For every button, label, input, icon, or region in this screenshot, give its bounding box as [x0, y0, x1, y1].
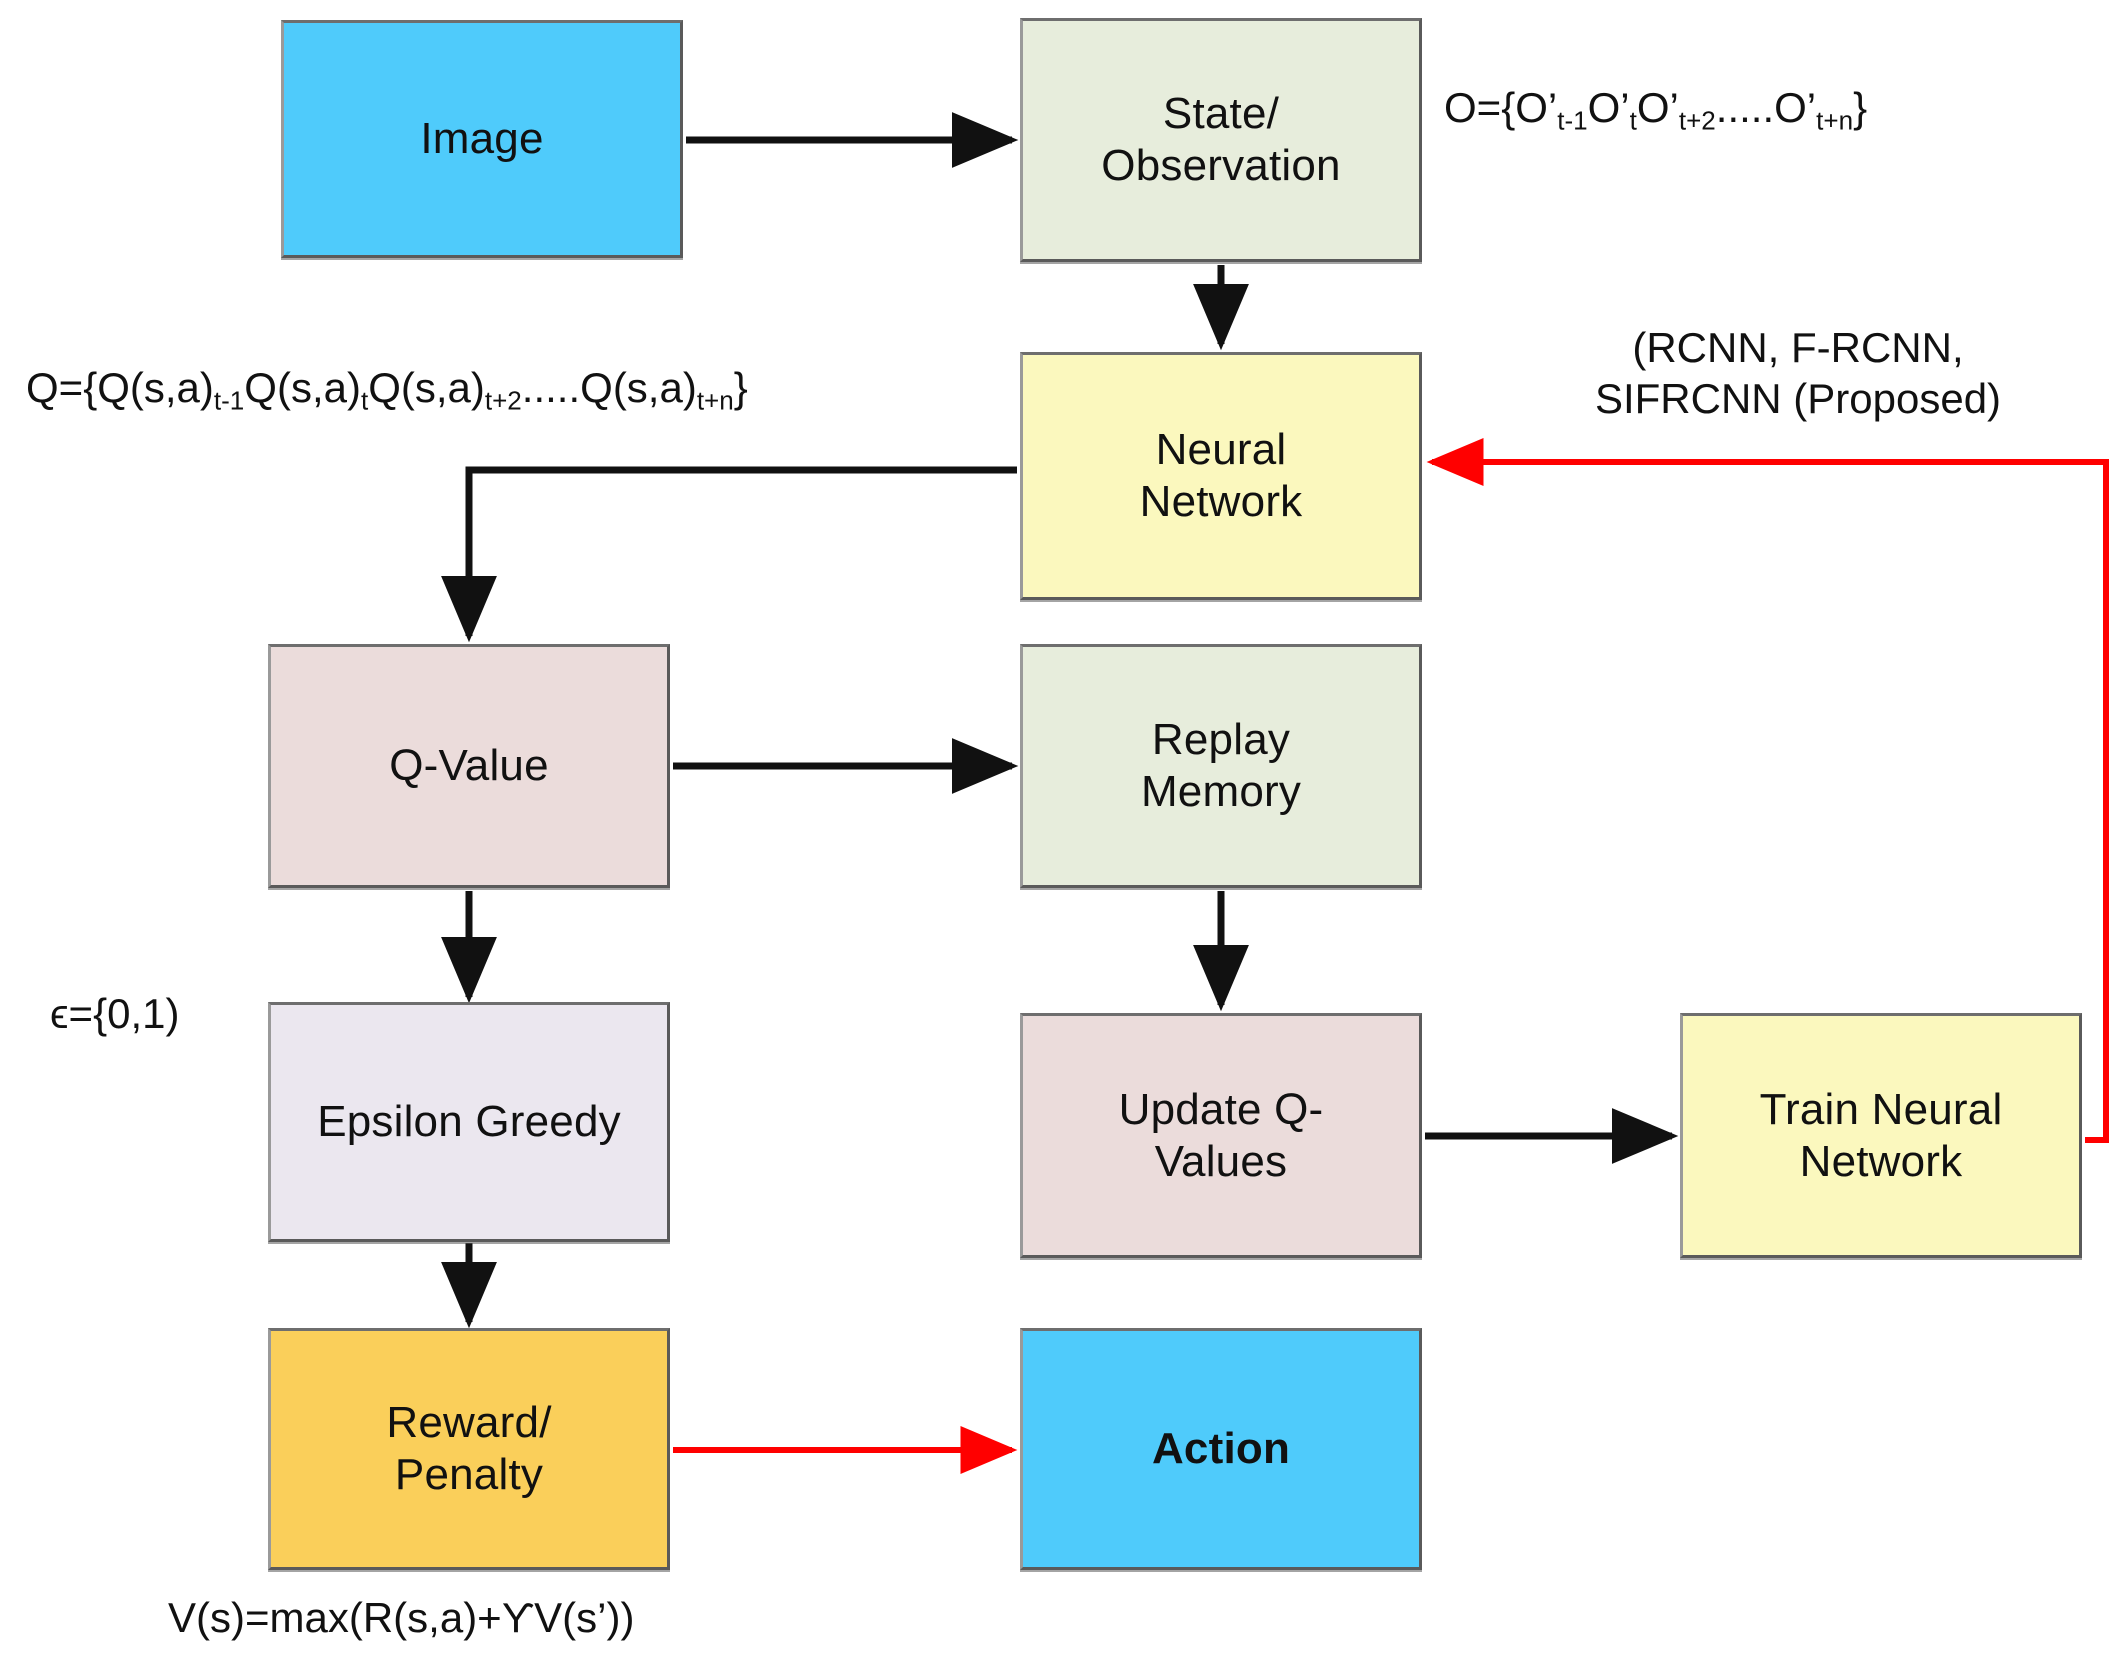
node-state-observation-label: State/ Observation [1085, 88, 1356, 192]
node-train-neural-network-line2: Network [1799, 1136, 1963, 1186]
node-replay-memory-line1: Replay [1151, 715, 1291, 765]
node-replay-memory[interactable]: Replay Memory [1020, 644, 1422, 888]
annotation-epsilon-range-text: ϵ={0,1) [50, 990, 180, 1037]
obs-dots: ..... [1715, 84, 1775, 131]
node-update-q-values-line1: Update Q- [1118, 1084, 1324, 1134]
annotation-detector-models: (RCNN, F-RCNN, SIFRCNN (Proposed) [1488, 322, 2108, 424]
annotation-detector-models-line2: SIFRCNN (Proposed) [1594, 375, 2002, 423]
node-replay-memory-line2: Memory [1140, 767, 1302, 816]
obs-sub2: t [1629, 105, 1637, 136]
node-epsilon-greedy-label: Epsilon Greedy [317, 1097, 621, 1147]
node-state-observation-line1: State/ [1162, 89, 1280, 139]
node-neural-network[interactable]: Neural Network [1020, 352, 1422, 600]
obs-tail: } [1853, 84, 1868, 131]
node-replay-memory-label: Replay Memory [1125, 714, 1317, 818]
node-neural-network-line1: Neural [1155, 425, 1287, 475]
obs-sub3: t+2 [1678, 105, 1716, 136]
qset-mid1: Q(s,a) [244, 364, 361, 411]
edge-neural-to-qvalue [441, 466, 1017, 643]
node-state-observation[interactable]: State/ Observation [1020, 18, 1422, 262]
node-epsilon-greedy[interactable]: Epsilon Greedy [268, 1002, 670, 1242]
node-neural-network-line2: Network [1139, 477, 1303, 526]
node-train-neural-network-line1: Train Neural [1759, 1084, 2003, 1134]
qset-sub2: t [360, 385, 369, 416]
annotation-epsilon-range: ϵ={0,1) [50, 988, 180, 1039]
node-update-q-values-line2: Values [1154, 1136, 1288, 1186]
obs-mid3: O’ [1774, 84, 1817, 131]
annotation-value-function: V(s)=max(R(s,a)+ϒV(s’)) [168, 1592, 634, 1643]
qset-tail: } [733, 364, 748, 411]
node-action[interactable]: Action [1020, 1328, 1422, 1570]
node-neural-network-label: Neural Network [1124, 424, 1319, 528]
qset-dots: ..... [521, 364, 581, 411]
obs-mid2: O’ [1636, 84, 1679, 131]
node-reward-penalty-line2: Penalty [394, 1450, 544, 1499]
annotation-q-set: Q={Q(s,a)t-1Q(s,a)tQ(s,a)t+2.....Q(s,a)t… [26, 362, 748, 417]
node-q-value-label: Q-Value [389, 741, 549, 791]
qset-lead: Q={Q(s,a) [26, 364, 214, 411]
obs-mid1: O’ [1587, 84, 1630, 131]
annotation-detector-models-line1: (RCNN, F-RCNN, [1632, 324, 1964, 371]
obs-sub4: t+n [1816, 105, 1854, 136]
obs-lead: O={O’ [1444, 84, 1558, 131]
edge-trainneural-to-neural-feedback [1426, 438, 2109, 1143]
node-train-neural-network[interactable]: Train Neural Network [1680, 1013, 2082, 1258]
node-image[interactable]: Image [281, 20, 683, 258]
qset-sub1: t-1 [213, 385, 245, 416]
node-q-value[interactable]: Q-Value [268, 644, 670, 888]
node-train-neural-network-label: Train Neural Network [1744, 1084, 2019, 1188]
node-reward-penalty-line1: Reward/ [386, 1398, 552, 1448]
node-image-label: Image [420, 114, 544, 164]
annotation-observation-set: O={O’t-1O’tO’t+2.....O’t+n} [1444, 82, 1867, 137]
qset-mid2: Q(s,a) [368, 364, 485, 411]
node-action-label: Action [1151, 1424, 1291, 1474]
node-update-q-values[interactable]: Update Q- Values [1020, 1013, 1422, 1258]
qset-sub3: t+2 [484, 385, 522, 416]
node-update-q-values-label: Update Q- Values [1103, 1084, 1340, 1188]
node-state-observation-line2: Observation [1101, 141, 1341, 190]
obs-sub1: t-1 [1557, 105, 1588, 136]
node-reward-penalty-label: Reward/ Penalty [370, 1397, 567, 1501]
qset-sub4: t+n [696, 385, 734, 416]
qset-mid3: Q(s,a) [580, 364, 697, 411]
annotation-value-function-text: V(s)=max(R(s,a)+ϒV(s’)) [168, 1594, 635, 1641]
node-reward-penalty[interactable]: Reward/ Penalty [268, 1328, 670, 1570]
